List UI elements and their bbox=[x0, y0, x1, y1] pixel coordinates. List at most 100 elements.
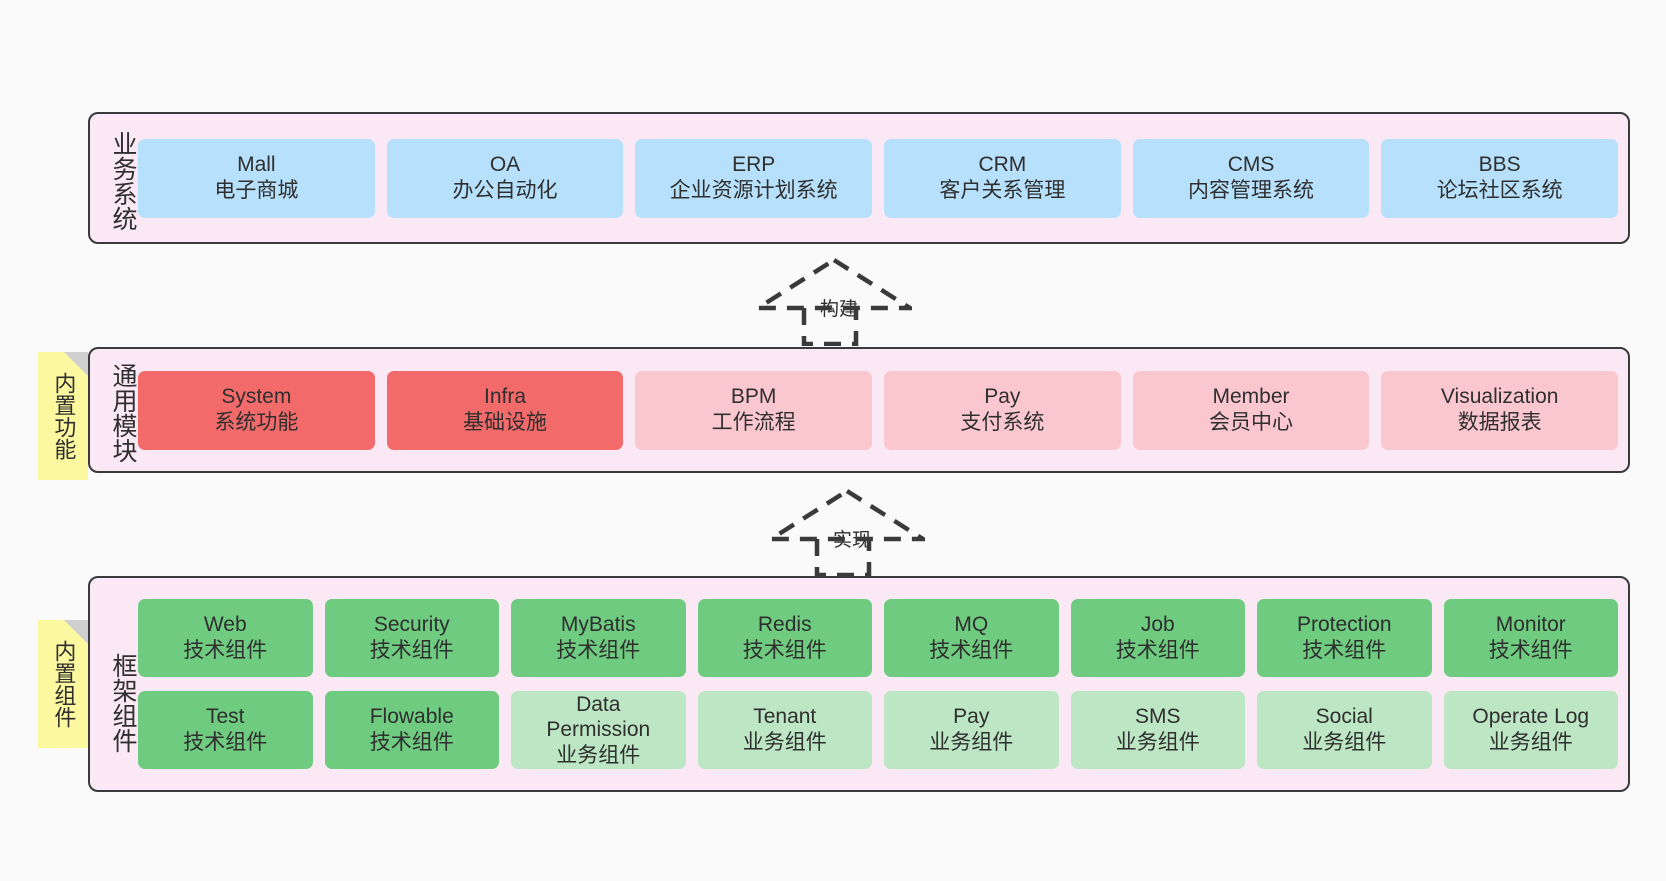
note-fold-icon bbox=[64, 620, 88, 644]
card-cms-name: CMS bbox=[1227, 153, 1275, 177]
card-mall[interactable]: Mall 电子商城 bbox=[138, 138, 375, 218]
layer-framework: 框架组件 Web 技术组件 Security 技术组件 MyBatis 技术组件… bbox=[88, 576, 1630, 792]
card-pay-module-name: Pay bbox=[984, 385, 1021, 409]
note-builtin-feature: 内置功能 bbox=[38, 352, 88, 480]
card-pay-component[interactable]: Pay 业务组件 bbox=[884, 691, 1059, 769]
card-tenant-desc: 业务组件 bbox=[742, 731, 827, 754]
card-member[interactable]: Member 会员中心 bbox=[1132, 370, 1370, 450]
card-monitor-name: Monitor bbox=[1495, 613, 1566, 637]
framework-row-1: Web 技术组件 Security 技术组件 MyBatis 技术组件 Redi… bbox=[138, 599, 1618, 677]
card-tenant[interactable]: Tenant 业务组件 bbox=[697, 691, 872, 769]
connector-implement-shaft bbox=[814, 539, 872, 577]
card-job-name: Job bbox=[1140, 613, 1175, 637]
card-infra-name: Infra bbox=[483, 385, 527, 409]
card-visualization-desc: 数据报表 bbox=[1457, 411, 1542, 434]
card-web[interactable]: Web 技术组件 bbox=[138, 599, 313, 677]
card-infra-desc: 基础设施 bbox=[463, 411, 547, 434]
card-crm-name: CRM bbox=[978, 153, 1027, 177]
card-mall-name: Mall bbox=[237, 153, 276, 177]
card-job[interactable]: Job 技术组件 bbox=[1070, 599, 1245, 677]
card-sms[interactable]: SMS 业务组件 bbox=[1070, 691, 1245, 769]
card-redis-desc: 技术组件 bbox=[742, 639, 827, 662]
layer-business-body: Mall 电子商城 OA 办公自动化 ERP 企业资源计划系统 CRM 客户关系… bbox=[136, 114, 1628, 242]
note-builtin-feature-label: 内置功能 bbox=[51, 372, 77, 460]
card-oa[interactable]: OA 办公自动化 bbox=[386, 138, 624, 218]
card-bpm-name: BPM bbox=[730, 385, 777, 409]
card-sms-name: SMS bbox=[1134, 705, 1181, 729]
card-mybatis[interactable]: MyBatis 技术组件 bbox=[511, 599, 686, 677]
card-mybatis-desc: 技术组件 bbox=[556, 639, 641, 662]
card-data-permission-desc: 业务组件 bbox=[556, 743, 641, 767]
card-test-desc: 技术组件 bbox=[183, 731, 268, 754]
card-test[interactable]: Test 技术组件 bbox=[138, 691, 313, 769]
card-social-desc: 业务组件 bbox=[1302, 731, 1387, 754]
card-flowable[interactable]: Flowable 技术组件 bbox=[324, 691, 499, 769]
card-pay-component-desc: 业务组件 bbox=[929, 731, 1014, 754]
card-pay-module[interactable]: Pay 支付系统 bbox=[884, 370, 1121, 450]
card-mq-name: MQ bbox=[954, 613, 989, 637]
card-mq[interactable]: MQ 技术组件 bbox=[884, 599, 1059, 677]
card-monitor[interactable]: Monitor 技术组件 bbox=[1443, 599, 1618, 677]
layer-framework-title: 框架组件 bbox=[109, 653, 137, 753]
card-protection[interactable]: Protection 技术组件 bbox=[1257, 599, 1432, 677]
layer-common-body: System 系统功能 Infra 基础设施 BPM 工作流程 Pay 支付系统… bbox=[136, 349, 1628, 471]
card-data-permission-name: Data bbox=[576, 692, 621, 716]
card-security-desc: 技术组件 bbox=[369, 639, 454, 662]
connector-build-label: 构建 bbox=[820, 299, 859, 320]
card-security[interactable]: Security 技术组件 bbox=[324, 599, 499, 677]
connector-implement-arrowhead bbox=[765, 488, 925, 542]
card-bbs-name: BBS bbox=[1478, 153, 1521, 177]
card-social[interactable]: Social 业务组件 bbox=[1257, 691, 1432, 769]
card-crm[interactable]: CRM 客户关系管理 bbox=[884, 138, 1121, 218]
card-job-desc: 技术组件 bbox=[1115, 639, 1200, 662]
card-monitor-desc: 技术组件 bbox=[1488, 639, 1573, 662]
card-flowable-name: Flowable bbox=[369, 705, 454, 729]
layer-business: 业务系统 Mall 电子商城 OA 办公自动化 ERP 企业资源计划系统 CRM… bbox=[88, 112, 1630, 244]
card-operate-log[interactable]: Operate Log 业务组件 bbox=[1443, 691, 1618, 769]
card-system-desc: 系统功能 bbox=[214, 411, 299, 434]
card-infra[interactable]: Infra 基础设施 bbox=[386, 370, 624, 450]
card-bbs-desc: 论坛社区系统 bbox=[1436, 179, 1563, 202]
card-mall-desc: 电子商城 bbox=[214, 179, 299, 202]
card-crm-desc: 客户关系管理 bbox=[939, 179, 1066, 202]
card-operate-log-name: Operate Log bbox=[1472, 705, 1590, 729]
card-redis-name: Redis bbox=[757, 613, 812, 637]
layer-business-title: 业务系统 bbox=[109, 131, 137, 231]
card-pay-component-name: Pay bbox=[953, 705, 990, 729]
card-erp-name: ERP bbox=[732, 153, 776, 177]
layer-framework-body: Web 技术组件 Security 技术组件 MyBatis 技术组件 Redi… bbox=[136, 578, 1628, 790]
card-social-name: Social bbox=[1315, 705, 1373, 729]
card-redis[interactable]: Redis 技术组件 bbox=[697, 599, 872, 677]
layer-common-title: 通用模块 bbox=[109, 363, 137, 463]
card-erp[interactable]: ERP 企业资源计划系统 bbox=[635, 138, 873, 218]
connector-build bbox=[752, 257, 912, 346]
connector-implement-label: 实现 bbox=[833, 530, 872, 551]
layer-common: 通用模块 System 系统功能 Infra 基础设施 BPM 工作流程 Pay… bbox=[88, 347, 1630, 473]
card-member-name: Member bbox=[1212, 385, 1290, 409]
card-pay-module-desc: 支付系统 bbox=[960, 411, 1045, 434]
note-builtin-component: 内置组件 bbox=[38, 620, 88, 748]
note-fold-icon bbox=[64, 352, 88, 376]
card-cms-desc: 内容管理系统 bbox=[1188, 179, 1315, 202]
card-sms-desc: 业务组件 bbox=[1115, 731, 1200, 754]
framework-row-2: Test 技术组件 Flowable 技术组件 Data Permission … bbox=[138, 691, 1618, 769]
card-bbs[interactable]: BBS 论坛社区系统 bbox=[1381, 138, 1619, 218]
card-system[interactable]: System 系统功能 bbox=[138, 370, 375, 450]
card-cms[interactable]: CMS 内容管理系统 bbox=[1132, 138, 1370, 218]
card-bpm[interactable]: BPM 工作流程 bbox=[635, 370, 873, 450]
card-data-permission[interactable]: Data Permission 业务组件 bbox=[511, 691, 686, 769]
card-tenant-name: Tenant bbox=[753, 705, 817, 729]
card-web-desc: 技术组件 bbox=[183, 639, 268, 662]
note-builtin-component-label: 内置组件 bbox=[51, 640, 77, 728]
card-erp-desc: 企业资源计划系统 bbox=[669, 179, 838, 202]
connector-build-arrowhead bbox=[752, 257, 912, 311]
card-data-permission-name2: Permission bbox=[546, 718, 651, 742]
card-oa-desc: 办公自动化 bbox=[452, 179, 558, 202]
card-protection-desc: 技术组件 bbox=[1302, 639, 1387, 662]
card-visualization[interactable]: Visualization 数据报表 bbox=[1381, 370, 1619, 450]
card-member-desc: 会员中心 bbox=[1209, 411, 1294, 434]
card-mybatis-name: MyBatis bbox=[560, 613, 636, 637]
card-oa-name: OA bbox=[489, 153, 521, 177]
card-bpm-desc: 工作流程 bbox=[711, 411, 796, 434]
